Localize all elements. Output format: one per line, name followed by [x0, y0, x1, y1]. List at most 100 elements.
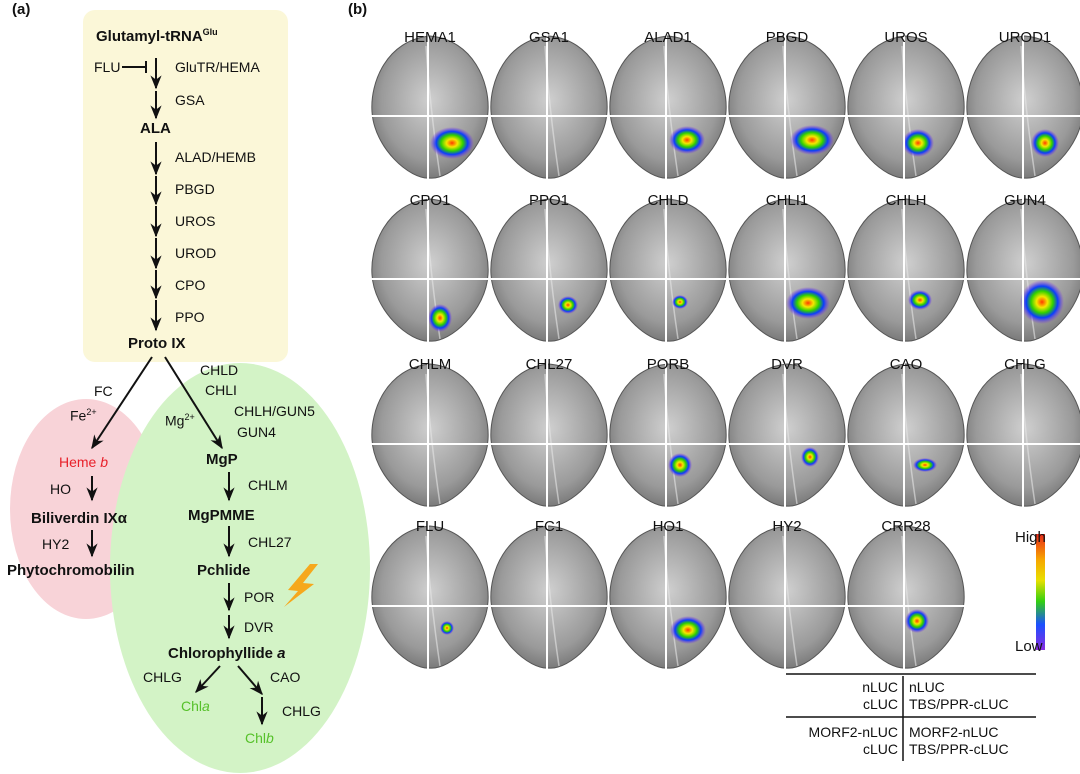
leaf-image-porb	[606, 362, 730, 510]
scale-high-label: High	[1015, 529, 1046, 546]
panel-b-label: (b)	[348, 1, 368, 18]
light-bolt-icon	[284, 564, 318, 607]
leaf-image-hy2	[725, 524, 849, 672]
legend-r1c2b: TBS/PPR-cLUC	[909, 696, 1009, 712]
leaf-image-flu	[368, 524, 492, 672]
legend-r1c2a: nLUC	[909, 679, 945, 695]
gsa-enzyme: GSA	[175, 92, 205, 108]
ala-node: ALA	[140, 120, 171, 137]
leaf-label-dvr: DVR	[771, 356, 803, 373]
luminescence-signal	[902, 129, 934, 157]
panel-a-label: (a)	[12, 1, 31, 18]
luminescence-signal	[908, 290, 932, 310]
leaf-label-ho1: HO1	[652, 518, 684, 535]
phytochromobilin-node: Phytochromobilin	[7, 562, 135, 579]
luminescence-signal	[1020, 280, 1064, 324]
leaf-label-cao: CAO	[889, 356, 923, 373]
leaf-image-chld	[606, 197, 730, 345]
leaf-label-gun4: GUN4	[1004, 192, 1046, 209]
leaf-image-chli1	[725, 197, 849, 345]
legend-r2c2b: TBS/PPR-cLUC	[909, 741, 1009, 757]
luminescence-signal	[905, 609, 929, 633]
glutamyl-trna-node: Glutamyl-tRNAGlu	[96, 27, 218, 45]
biliverdin-node: Biliverdin IXα	[31, 510, 127, 527]
mgp-node: MgP	[206, 451, 238, 468]
gun4-protein: GUN4	[237, 424, 276, 440]
leaf-label-hy2: HY2	[772, 518, 802, 535]
leaf-label-alad1: ALAD1	[644, 29, 692, 46]
luminescence-signal	[668, 453, 692, 477]
chlorophyllide-a-node: Chlorophyllide a	[168, 645, 286, 662]
mgpmme-node: MgPMME	[188, 507, 255, 524]
leaf-image-chlm	[368, 362, 492, 510]
leaf-image-cao	[844, 362, 968, 510]
leaf-label-fc1: FC1	[534, 518, 564, 535]
cpo-enzyme: CPO	[175, 277, 206, 293]
cao-enzyme: CAO	[270, 669, 301, 685]
glutr-hema-enzyme: GluTR/HEMA	[175, 59, 260, 75]
leaf-image-ho1	[606, 524, 730, 672]
leaf-image-chl27	[487, 362, 611, 510]
uros-enzyme: UROS	[175, 213, 216, 229]
por-enzyme: POR	[244, 589, 275, 605]
leaf-image-ppo1	[487, 197, 611, 345]
pbgd-enzyme: PBGD	[175, 181, 215, 197]
scale-low-label: Low	[1015, 638, 1043, 655]
leaf-label-chli1: CHLI1	[765, 192, 809, 209]
legend-r2c1a: MORF2-nLUC	[808, 724, 898, 740]
leaf-image-uros	[844, 34, 968, 182]
urod-enzyme: UROD	[175, 245, 217, 261]
ho-enzyme: HO	[50, 481, 71, 497]
leaf-image-dvr	[725, 362, 849, 510]
pchlide-node: Pchlide	[197, 562, 251, 579]
leaf-label-cpo1: CPO1	[409, 192, 451, 209]
leaf-label-hema1: HEMA1	[404, 29, 456, 46]
chlg-enzyme-1: CHLG	[143, 669, 182, 685]
legend-r1c1a: nLUC	[862, 679, 898, 695]
dvr-enzyme: DVR	[244, 619, 274, 635]
leaf-label-urod1: UROD1	[998, 29, 1052, 46]
chlh-gun5-enzyme: CHLH/GUN5	[234, 403, 315, 419]
leaf-label-chlh: CHLH	[885, 192, 927, 209]
legend-r1c1b: cLUC	[862, 696, 898, 712]
luminescence-signal	[786, 287, 830, 319]
leaf-image-fc1	[487, 524, 611, 672]
luminescence-signal	[913, 458, 937, 472]
leaf-image-hema1	[368, 34, 492, 182]
chli-enzyme: CHLI	[205, 382, 237, 398]
chl-b-node: Chlb	[245, 730, 274, 746]
chl27-enzyme: CHL27	[248, 534, 292, 550]
luminescence-signal	[670, 616, 706, 644]
leaf-image-cpo1	[368, 197, 492, 345]
luminescence-signal	[790, 125, 834, 155]
leaf-label-porb: PORB	[646, 356, 690, 373]
leaf-label-pbgd: PBGD	[765, 29, 809, 46]
leaf-image-chlh	[844, 197, 968, 345]
luminescence-signal	[430, 127, 474, 159]
leaf-label-chlm: CHLM	[408, 356, 452, 373]
leaf-image-urod1	[963, 34, 1080, 182]
chld-enzyme: CHLD	[200, 362, 239, 378]
flu-label: FLU	[94, 59, 121, 75]
hy2-enzyme: HY2	[42, 536, 70, 552]
fc-enzyme: FC	[94, 383, 113, 399]
chlorophyll-branch-ellipse	[110, 363, 370, 773]
leaf-image-alad1	[606, 34, 730, 182]
luminescence-signal	[1031, 129, 1059, 157]
legend-r2c1b: cLUC	[862, 741, 898, 757]
legend-r2c2a: MORF2-nLUC	[909, 724, 999, 740]
chl-a-node: Chla	[181, 698, 210, 714]
leaf-image-crr28	[844, 524, 968, 672]
leaf-image-gsa1	[487, 34, 611, 182]
leaf-label-chlg: CHLG	[1004, 356, 1046, 373]
luminescence-signal	[801, 447, 819, 467]
leaf-label-crr28: CRR28	[881, 518, 931, 535]
leaf-label-flu: FLU	[415, 518, 445, 535]
luminescence-scale-bar	[1036, 534, 1045, 650]
luminescence-signal	[672, 295, 688, 309]
leaf-label-gsa1: GSA1	[528, 29, 570, 46]
proto-ix-node: Proto IX	[128, 335, 186, 352]
leaf-label-chl27: CHL27	[525, 356, 573, 373]
fe-cofactor: Fe2+	[70, 407, 97, 424]
